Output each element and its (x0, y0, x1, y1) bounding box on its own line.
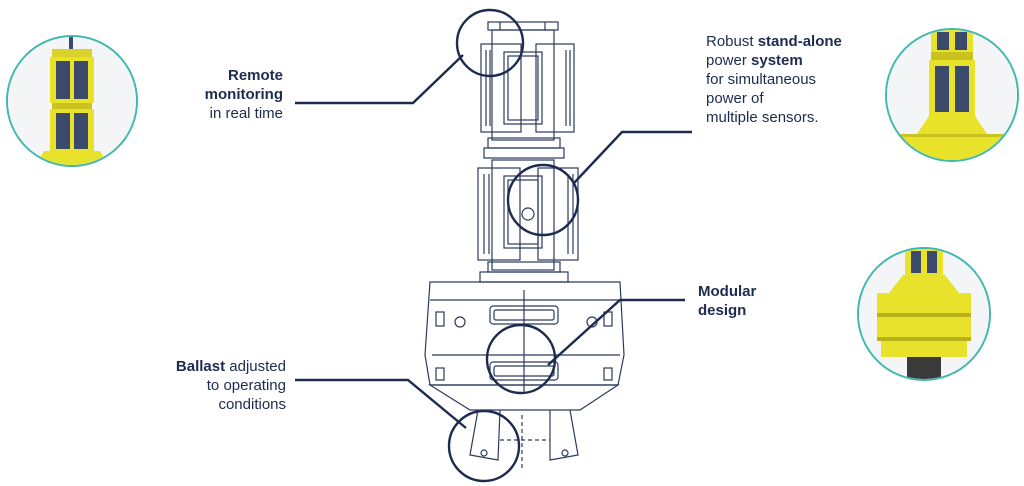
callout-ballast: Ballast adjusted to operating conditions (140, 357, 286, 414)
upper-right-panel (535, 43, 575, 133)
callout-power-bold2: system (751, 52, 803, 69)
callout-remote-rest: in real time (209, 105, 283, 122)
callout-power-pre: Robust (706, 33, 758, 50)
callout-remote-monitoring: Remote monitoring in real time (150, 66, 283, 123)
callout-modular-design: Modular design (698, 282, 778, 320)
detail-circle-modular (485, 323, 557, 395)
upper-left-panel (480, 43, 522, 133)
thumbnail-power-system (885, 28, 1019, 162)
callout-power-rest2: power of (706, 90, 764, 107)
callout-power-rest3: multiple sensors. (706, 109, 819, 126)
leader-power (573, 130, 692, 184)
detail-circle-ballast (447, 409, 521, 483)
upper-module (491, 29, 555, 141)
callout-power-system: Robust stand-alone power system for simu… (706, 32, 876, 127)
callout-power-bold1: stand-alone (757, 33, 842, 50)
callout-power-rest1: for simultaneous (706, 71, 817, 88)
leader-modular (547, 298, 685, 366)
callout-modular-bold: Modular design (698, 283, 757, 319)
detail-circle-top (455, 8, 525, 78)
lower-module (491, 159, 555, 271)
callout-power-mid: power (706, 52, 752, 69)
thumbnail-remote-monitoring (6, 35, 138, 167)
detail-circle-power (506, 163, 580, 237)
leader-remote (295, 54, 464, 105)
mast-cap (487, 21, 559, 31)
callout-ballast-rest2: to operating (206, 377, 286, 394)
callout-ballast-bold: Ballast (175, 358, 226, 375)
lower-left-panel (477, 167, 521, 261)
callout-remote-bold: Remote monitoring (204, 67, 283, 103)
leader-ballast (295, 378, 467, 429)
callout-ballast-rest1: adjusted (225, 358, 286, 375)
callout-ballast-rest3: conditions (218, 396, 286, 413)
thumbnail-modular-design (857, 247, 991, 381)
